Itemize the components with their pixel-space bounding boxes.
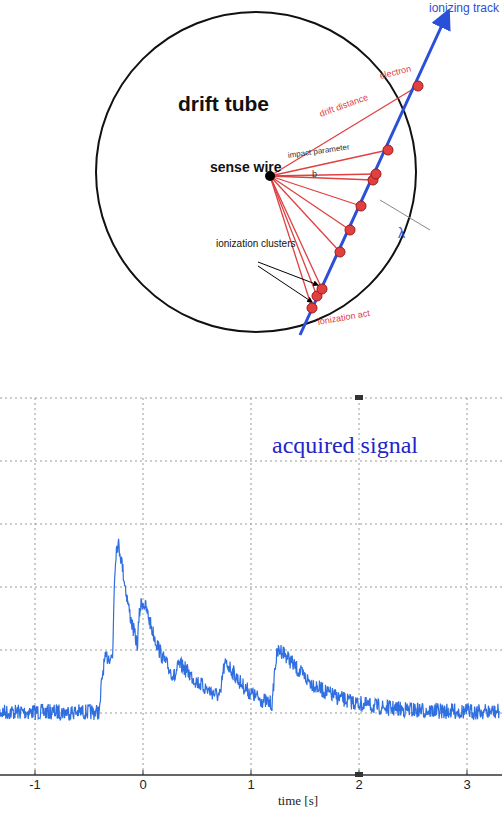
trigger-marker	[355, 772, 363, 777]
scope-grid	[0, 395, 502, 777]
grid-line	[467, 398, 468, 775]
cluster-dot	[345, 225, 355, 235]
axis-label: 0	[139, 778, 146, 792]
leader-line	[258, 262, 318, 285]
ionization-clusters	[307, 81, 423, 313]
drift-line	[270, 176, 373, 180]
diagram-label: ionizing track	[429, 2, 499, 15]
drift-line	[270, 176, 350, 230]
ionizing-track	[300, 12, 448, 335]
grid-line	[0, 587, 502, 588]
tick	[467, 770, 468, 775]
diagram-label: impact parameter	[287, 143, 350, 160]
leader-line	[258, 266, 312, 302]
cluster-dot	[356, 201, 366, 211]
axis-label: time [s]	[278, 794, 318, 808]
cluster-dot	[383, 145, 393, 155]
axis-label: 3	[463, 778, 470, 792]
tick	[251, 770, 252, 775]
drift-line	[270, 176, 361, 206]
diagram-label: ionization clusters	[216, 238, 295, 249]
diagram-label: sense wire	[210, 160, 282, 175]
lambda-marker	[380, 200, 430, 230]
drift-tube-outline	[96, 12, 416, 332]
diagram-label: acquired signal	[272, 432, 418, 458]
cluster-dot	[317, 284, 327, 294]
grid-line	[143, 398, 144, 775]
cluster-dot	[413, 81, 423, 91]
tick	[35, 770, 36, 775]
axis-label: 1	[247, 778, 254, 792]
grid-line	[0, 461, 502, 462]
diagram-label: drift distance	[318, 93, 369, 120]
trigger-marker	[355, 395, 363, 400]
diagram-label: ionization act	[317, 309, 370, 328]
drift-line	[270, 86, 418, 176]
diagram-label: λ	[398, 226, 405, 241]
grid-line	[251, 398, 252, 775]
cluster-dot	[335, 247, 345, 257]
cluster-dot	[371, 169, 381, 179]
diagram-label: drift tube	[178, 92, 269, 115]
axis-label: 2	[355, 778, 362, 792]
diagram-label: electron	[379, 64, 412, 81]
axis-label: -1	[29, 778, 41, 792]
drift-line	[270, 174, 376, 176]
cluster-dot	[307, 303, 317, 313]
drift-line	[270, 176, 317, 296]
signal-trace	[0, 539, 499, 720]
tick	[143, 770, 144, 775]
diagram-label: b	[312, 170, 317, 180]
